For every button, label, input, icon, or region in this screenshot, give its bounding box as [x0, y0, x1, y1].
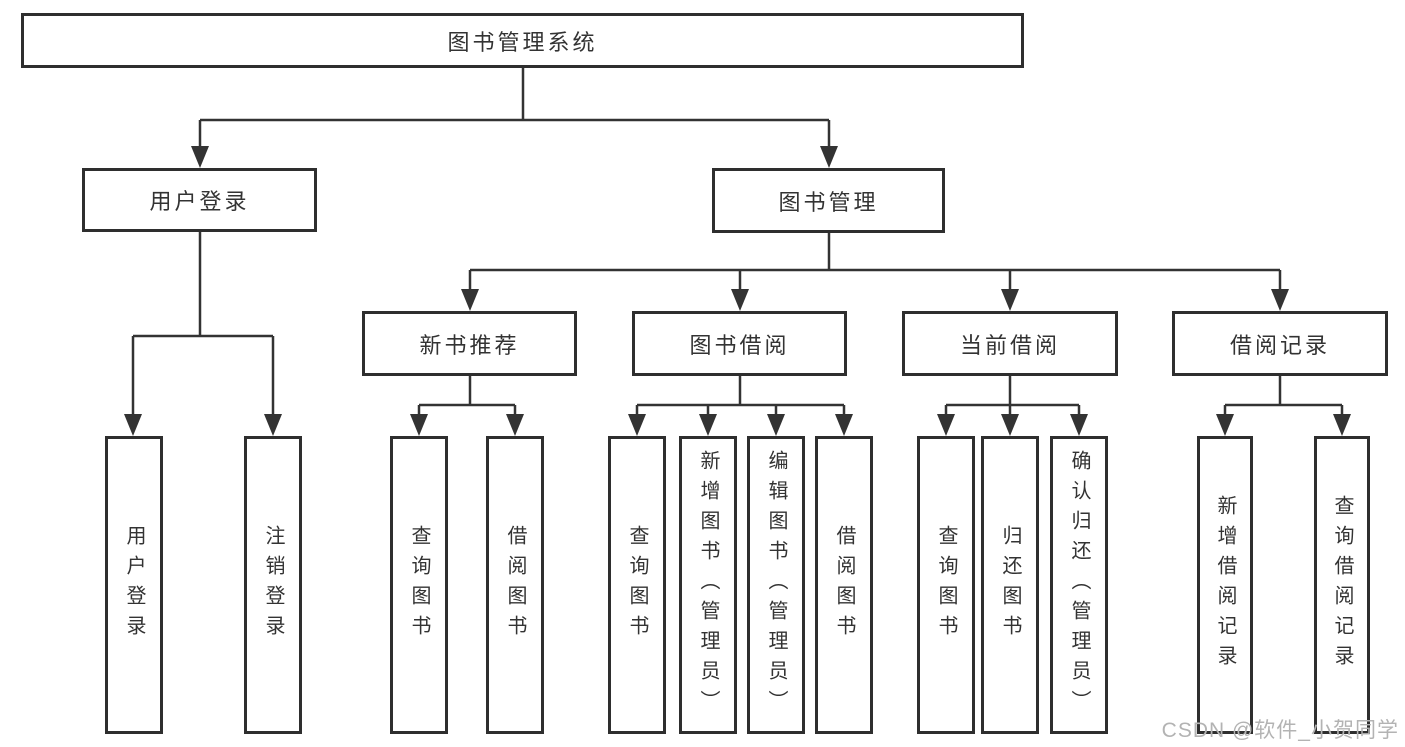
- connector-newbooks-to-leaves: [417, 376, 517, 416]
- leaf-records-query-label: 查询借阅记录: [1331, 495, 1353, 675]
- leaf-logout-label: 注销登录: [262, 525, 284, 645]
- leaf-user-login-label: 用户登录: [123, 525, 145, 645]
- csdn-watermark: CSDN @软件_小贺同学: [1161, 719, 1399, 742]
- node-book-management: 图书管理: [712, 168, 945, 233]
- leaf-records-query: 查询借阅记录: [1314, 436, 1370, 734]
- node-user-login: 用户登录: [82, 168, 317, 232]
- connector-currentborrow-to-leaves: [944, 376, 1081, 416]
- leaf-user-login: 用户登录: [105, 436, 163, 734]
- leaf-borrow-add-book-label: 新增图书（管理员）: [697, 450, 719, 720]
- leaf-logout: 注销登录: [244, 436, 302, 734]
- connector-bookmgmt-to-level3: [468, 233, 1282, 291]
- connector-userlogin-to-leaves: [131, 232, 275, 416]
- leaf-current-return: 归还图书: [981, 436, 1039, 734]
- leaf-borrow-edit-book-label: 编辑图书（管理员）: [765, 450, 787, 720]
- leaf-borrow-add-book: 新增图书（管理员）: [679, 436, 737, 734]
- leaf-current-query-label: 查询图书: [935, 525, 957, 645]
- connector-borrowrecords-to-leaves: [1223, 376, 1344, 416]
- leaf-newbooks-query-label: 查询图书: [408, 525, 430, 645]
- leaf-newbooks-query: 查询图书: [390, 436, 448, 734]
- node-borrow-records: 借阅记录: [1172, 311, 1388, 376]
- connector-bookborrow-to-leaves: [635, 376, 846, 416]
- arrowheads: [124, 146, 1351, 436]
- leaf-current-query: 查询图书: [917, 436, 975, 734]
- node-new-book-recommend: 新书推荐: [362, 311, 577, 376]
- leaf-current-return-label: 归还图书: [999, 525, 1021, 645]
- node-book-borrow: 图书借阅: [632, 311, 847, 376]
- leaf-borrow-borrow-book-label: 借阅图书: [833, 525, 855, 645]
- leaf-newbooks-borrow-label: 借阅图书: [504, 525, 526, 645]
- leaf-borrow-query-label: 查询图书: [626, 525, 648, 645]
- node-root-system: 图书管理系统: [21, 13, 1024, 68]
- leaf-records-add: 新增借阅记录: [1197, 436, 1253, 734]
- leaf-records-add-label: 新增借阅记录: [1214, 495, 1236, 675]
- leaf-borrow-edit-book: 编辑图书（管理员）: [747, 436, 805, 734]
- connector-root-to-level2: [198, 68, 831, 148]
- leaf-current-confirm-return-label: 确认归还（管理员）: [1068, 450, 1090, 720]
- leaf-newbooks-borrow: 借阅图书: [486, 436, 544, 734]
- node-current-borrow: 当前借阅: [902, 311, 1118, 376]
- leaf-current-confirm-return: 确认归还（管理员）: [1050, 436, 1108, 734]
- leaf-borrow-borrow-book: 借阅图书: [815, 436, 873, 734]
- leaf-borrow-query: 查询图书: [608, 436, 666, 734]
